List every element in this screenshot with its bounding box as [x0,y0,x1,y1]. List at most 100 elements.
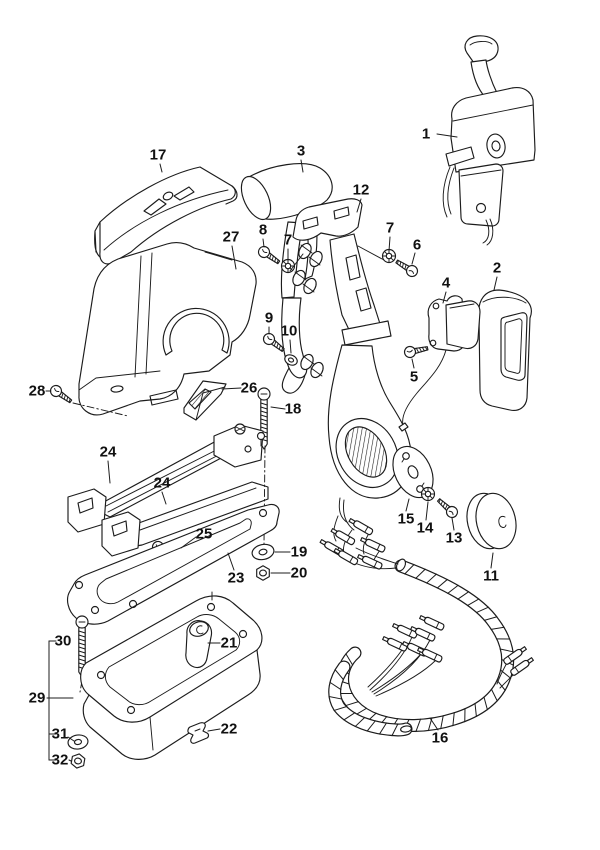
callout-leader-3 [300,159,304,173]
part-callout-20: 20 [291,565,308,582]
part-callout-31: 31 [52,726,69,743]
part-callout-2: 2 [493,260,501,277]
part-screw-28 [47,382,129,417]
assembly-axis-line [263,445,266,545]
harness-wrap-band [354,716,366,728]
harness-wrap-band [436,578,448,589]
part-callout-32: 32 [52,752,69,769]
harness-wrap-band [415,718,422,733]
part-callout-18: 18 [285,401,302,418]
part-wedge-26 [183,380,227,421]
part-remote-control-assembly [442,35,536,246]
callout-leader-23 [227,552,235,571]
callout-leader-22 [207,728,221,732]
harness-wrap-band [490,688,498,702]
harness-wrap-band [483,696,488,711]
callout-leader-25 [180,536,197,549]
lock-washer-14 [420,486,436,502]
callout-leader-8 [262,238,265,248]
callout-leader-1 [436,133,458,138]
part-callout-24: 24 [100,444,117,461]
callout-leader-32 [68,759,72,762]
part-callout-29: 29 [29,690,46,707]
fasteners-upper [255,243,430,368]
part-callout-28: 28 [29,383,46,400]
part-nut-32 [69,752,87,770]
harness-wrap-band [415,568,426,579]
part-cap-11 [466,492,517,550]
harness-wrap-band [345,653,354,666]
part-callout-5: 5 [410,369,418,386]
part-wire-harness [318,497,535,737]
harness-branch-middle [367,613,446,697]
callout-leader-4 [442,291,447,304]
part-cylinder-21 [185,620,213,669]
part-callout-13: 13 [446,530,463,547]
part-nut-20 [256,565,270,581]
harness-wrap-band [426,573,437,584]
harness-wrap-band [366,720,376,732]
part-callout-14: 14 [417,520,434,537]
harness-wrap-band [474,702,477,718]
harness-wrap-band [345,701,359,707]
callout-leader-7 [388,236,391,252]
part-neutral-switch [398,295,481,432]
part-callout-15: 15 [398,511,415,528]
part-callout-22: 22 [221,721,238,738]
part-housing-cover [78,242,257,416]
part-callout-27: 27 [223,229,240,246]
part-control-lever-handle [240,163,333,394]
harness-wrap-band [457,591,470,600]
part-callout-6: 6 [413,237,421,254]
part-lever-bracket-arm [292,198,412,499]
part-top-cover [94,166,238,265]
callout-leader-17 [159,163,163,173]
screw-5 [402,342,430,360]
part-callout-10: 10 [281,323,298,340]
part-callout-30: 30 [55,633,72,650]
part-callout-3: 3 [297,143,305,160]
callout-leader-26 [221,387,242,390]
screw-6 [393,256,421,280]
harness-wrap-band [483,616,498,621]
harness-wrap-band [343,712,356,721]
part-callout-8: 8 [259,222,267,239]
harness-wrap-band [404,564,415,575]
part-bracket-rail-upper [67,423,266,533]
part-callout-4: 4 [442,275,451,292]
part-washer-19 [251,543,275,561]
callout-leader-16 [429,717,439,731]
callout-leader-12 [356,198,362,213]
callout-leader-10 [289,339,292,354]
harness-wrap-band [499,648,514,653]
part-washer-31 [67,734,89,750]
callout-leader-24 [161,491,167,505]
callout-layer: 1234567789101112131415161718192021222324… [29,126,502,769]
callout-leader-24 [107,460,111,484]
callout-leader-6 [411,252,416,265]
part-callout-9: 9 [265,310,273,327]
harness-wrap-band [466,598,480,607]
callout-leader-11 [490,552,494,569]
callout-leader-31 [67,736,75,742]
callout-leader-2 [493,276,498,291]
part-callout-25: 25 [196,526,213,543]
harness-wrap-band [378,722,388,735]
part-callout-16: 16 [432,730,449,747]
harness-wrap-band [328,695,343,700]
screw-13 [434,495,461,521]
harness-wrap-band [333,706,348,711]
part-callout-21: 21 [221,635,238,652]
part-callout-11: 11 [483,568,499,585]
harness-wrap-band [475,606,489,614]
harness-wrap-band [334,669,345,681]
bolt-8 [255,243,283,268]
part-callout-7: 7 [284,232,292,249]
part-bracket-rail-lower [101,481,269,557]
harness-wrap-band [329,681,342,691]
callout-leader-18 [270,406,286,410]
harness-wrap-band [447,584,459,594]
part-spacer-tray [80,591,263,760]
